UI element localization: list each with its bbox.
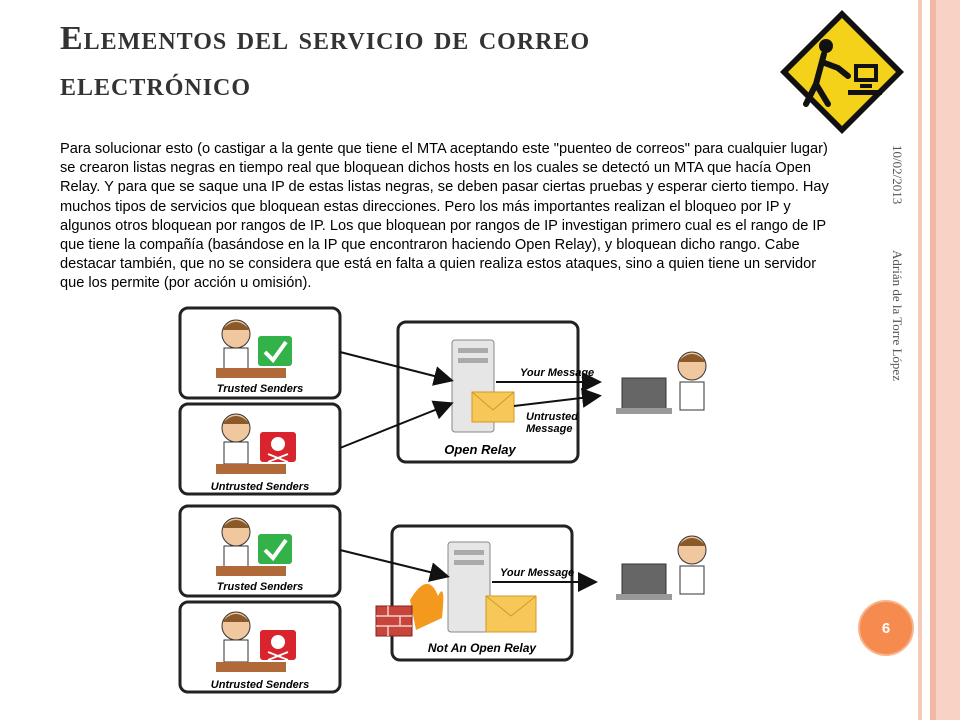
- decor-stripe: [918, 0, 922, 720]
- untrusted-message-label-2: Message: [526, 423, 572, 435]
- untrusted-sender-box-2: Untrusted Senders: [178, 600, 342, 694]
- envelope-icon: [485, 595, 537, 633]
- untrusted-message-label-1: Untrusted: [526, 411, 578, 423]
- slide-title: Elementos del servicio de correo electró…: [60, 20, 591, 103]
- open-relay-label: Open Relay: [444, 442, 516, 457]
- recipient-top: [616, 351, 707, 414]
- decor-stripe: [922, 0, 930, 720]
- open-relay-diagram: Trusted Senders Untrusted Senders Open R…: [178, 306, 707, 694]
- untrusted-senders-label-2: Untrusted Senders: [211, 679, 309, 691]
- body-text: Para solucionar esto (o castigar a la ge…: [60, 141, 829, 292]
- open-relay-box: Open Relay Your Message Untrusted Messag…: [396, 320, 594, 464]
- trusted-senders-label-2: Trusted Senders: [217, 581, 304, 593]
- slide-date: 10/02/2013: [890, 145, 905, 205]
- decor-stripe: [936, 0, 960, 720]
- trusted-senders-label: Trusted Senders: [217, 383, 304, 395]
- check-icon: [258, 534, 292, 564]
- trusted-sender-box: Trusted Senders: [178, 306, 342, 400]
- firewall-icon: [375, 583, 444, 637]
- page-number: 6: [858, 600, 914, 656]
- untrusted-senders-label: Untrusted Senders: [211, 481, 309, 493]
- slide-author: Adrián de la Torre López: [890, 250, 905, 381]
- not-open-relay-label: Not An Open Relay: [428, 641, 538, 655]
- your-message-label: Your Message: [520, 367, 594, 379]
- untrusted-sender-box: Untrusted Senders: [178, 402, 342, 496]
- recipient-bottom: [616, 535, 707, 600]
- under-construction-sign-icon: [780, 10, 904, 134]
- check-icon: [258, 336, 292, 366]
- decor-stripe: [930, 0, 936, 720]
- envelope-icon: [471, 391, 515, 423]
- not-open-relay-box: Not An Open Relay Your Message: [390, 524, 574, 662]
- trusted-sender-box-2: Trusted Senders: [178, 504, 342, 598]
- your-message-label-2: Your Message: [500, 567, 574, 579]
